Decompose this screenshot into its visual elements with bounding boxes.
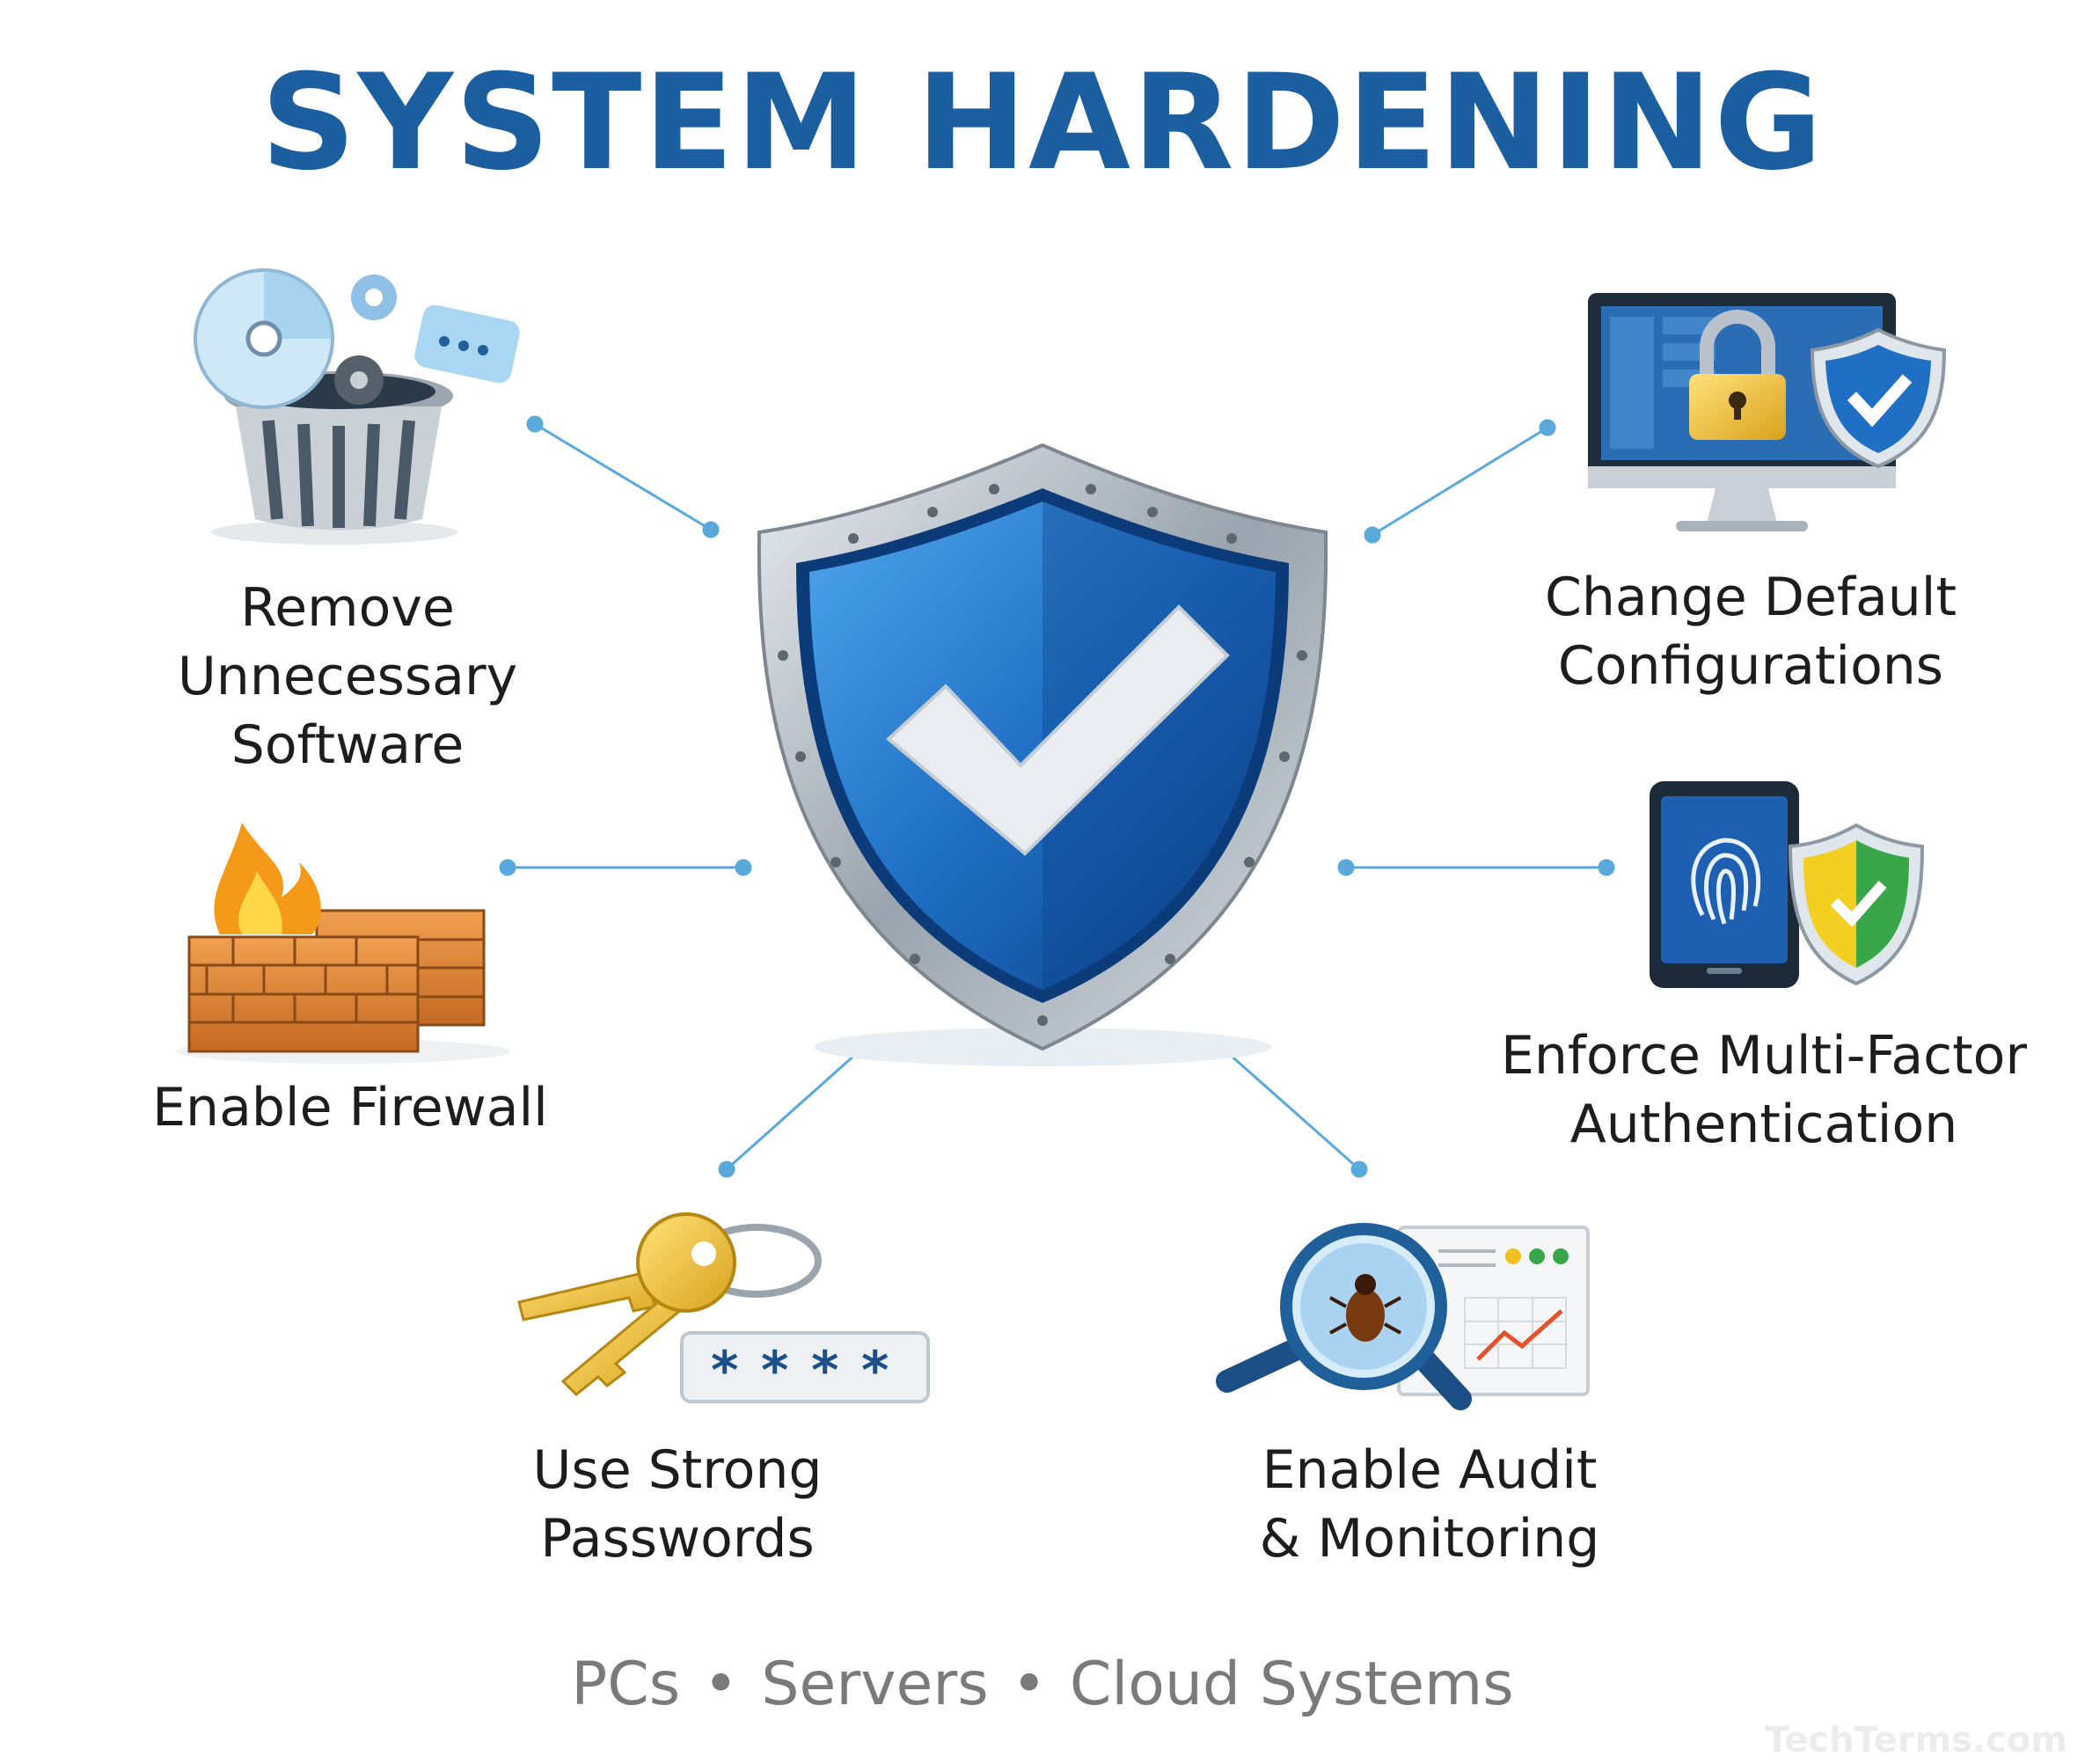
separator: •: [1011, 1650, 1047, 1719]
label-line: Authentication: [1569, 1094, 1958, 1155]
label-line: Software: [230, 714, 465, 776]
label-line: Enable Firewall: [152, 1077, 548, 1138]
label-line: & Monitoring: [1259, 1508, 1600, 1570]
magnifier-bug-chart-icon: [1216, 1223, 1590, 1410]
monitor-lock-shield-icon: [1588, 293, 1947, 531]
label-use-strong-passwords: Use Strong Passwords: [369, 1436, 985, 1573]
connector-passwords: [718, 1037, 874, 1178]
keys-password-icon: * * * *: [517, 1212, 930, 1403]
connector-default-config: [1364, 419, 1556, 544]
label-line: Enable Audit: [1262, 1439, 1598, 1501]
svg-text:*: *: [861, 1340, 889, 1402]
connector-mfa: [1337, 859, 1615, 876]
label-enable-firewall: Enable Firewall: [42, 1073, 658, 1142]
label-remove-unnecessary-software: Remove Unnecessary Software: [40, 574, 655, 780]
connector-firewall: [499, 859, 752, 876]
footer-pcs: PCs: [571, 1650, 681, 1719]
label-line: Configurations: [1557, 635, 1944, 697]
watermark: TechTerms.com: [1765, 1720, 2067, 1760]
page-title: SYSTEM HARDENING: [260, 47, 1825, 200]
connector-audit: [1211, 1037, 1368, 1178]
footer-cloud-systems: Cloud Systems: [1069, 1650, 1514, 1719]
label-change-default-configurations: Change Default Configurations: [1443, 563, 2059, 700]
firewall-icon: [176, 823, 510, 1064]
label-line: Change Default: [1544, 567, 1957, 628]
connector-remove-software: [526, 415, 720, 538]
svg-text:*: *: [811, 1340, 838, 1402]
label-line: Enforce Multi-Factor: [1500, 1025, 2028, 1087]
label-enable-audit-monitoring: Enable Audit & Monitoring: [1122, 1436, 1738, 1573]
label-line: Remove: [240, 577, 455, 639]
label-line: Unnecessary: [177, 646, 518, 707]
footer-servers: Servers: [761, 1650, 989, 1719]
trash-can-disc-gear-icon: [194, 268, 520, 545]
svg-text:*: *: [711, 1340, 738, 1402]
shield-checkmark-icon: [757, 443, 1328, 1066]
footer-platforms: PCs • Servers • Cloud Systems: [0, 1650, 2085, 1719]
label-line: Use Strong: [532, 1439, 823, 1501]
svg-text:*: *: [761, 1340, 788, 1402]
label-enforce-mfa: Enforce Multi-Factor Authentication: [1412, 1021, 2085, 1159]
label-line: Passwords: [540, 1508, 815, 1570]
separator: •: [703, 1650, 739, 1719]
phone-fingerprint-shield-icon: [1650, 781, 1925, 988]
